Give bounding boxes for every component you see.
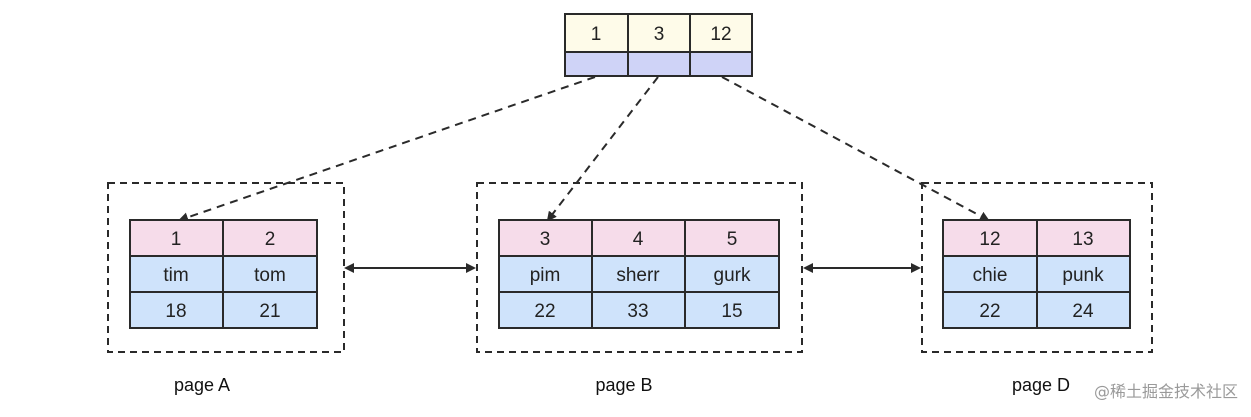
page-b-name-cell-2 bbox=[591, 255, 686, 293]
page-b-key-1: 3 bbox=[540, 229, 551, 250]
page-b-frame bbox=[476, 182, 803, 353]
page-d: 12 13 chie punk 22 24 page D bbox=[921, 182, 1153, 395]
page-a-frame bbox=[107, 182, 345, 353]
page-d-value-cell-2 bbox=[1036, 291, 1131, 329]
page-d-value-1: 22 bbox=[979, 301, 1000, 322]
page-d-label: page D bbox=[1012, 375, 1070, 395]
page-b-key-3: 5 bbox=[727, 229, 738, 250]
page-a-key-2: 2 bbox=[265, 229, 276, 250]
page-a: 1 2 tim tom 18 21 page A bbox=[107, 182, 345, 395]
page-a-name-2: tom bbox=[254, 265, 286, 286]
page-a-key-1: 1 bbox=[171, 229, 182, 250]
page-b-name-2: sherr bbox=[616, 265, 660, 286]
page-d-name-2: punk bbox=[1062, 265, 1104, 286]
page-d-key-1: 12 bbox=[979, 229, 1000, 250]
root-key-2: 3 bbox=[654, 24, 665, 45]
page-d-value-2: 24 bbox=[1072, 301, 1094, 322]
page-a-name-cell-1 bbox=[129, 255, 224, 293]
page-b-name-1: pim bbox=[530, 265, 561, 286]
page-d-key-2: 13 bbox=[1072, 229, 1093, 250]
page-b-name-cell-1 bbox=[498, 255, 593, 293]
page-a-value-2: 21 bbox=[259, 301, 280, 322]
page-a-key-cell-1 bbox=[129, 219, 224, 257]
page-d-frame bbox=[921, 182, 1153, 353]
page-b-key-2: 4 bbox=[633, 229, 644, 250]
root-pointer-cell-1 bbox=[564, 51, 629, 77]
page-d-value-cell-1 bbox=[942, 291, 1038, 329]
root-key-1: 1 bbox=[591, 24, 602, 45]
page-a-value-cell-2 bbox=[222, 291, 318, 329]
root-to-page-d-arrow bbox=[721, 76, 990, 221]
page-b-value-cell-3 bbox=[684, 291, 780, 329]
page-a-name-cell-2 bbox=[222, 255, 318, 293]
watermark: @稀土掘金技术社区 bbox=[1094, 382, 1238, 401]
page-a-value-1: 18 bbox=[165, 301, 186, 322]
page-a-label: page A bbox=[174, 375, 230, 395]
root-pointer-cell-3 bbox=[689, 51, 753, 77]
root-key-3: 12 bbox=[710, 24, 731, 45]
page-b-name-3: gurk bbox=[714, 265, 751, 286]
page-d-name-1: chie bbox=[973, 265, 1008, 286]
page-b-label: page B bbox=[595, 375, 652, 395]
page-a-name-1: tim bbox=[163, 265, 188, 286]
page-d-key-cell-2 bbox=[1036, 219, 1131, 257]
page-a-value-cell-1 bbox=[129, 291, 224, 329]
page-b-value-2: 33 bbox=[627, 301, 648, 322]
page-b-value-1: 22 bbox=[534, 301, 555, 322]
page-a-key-cell-2 bbox=[222, 219, 318, 257]
page-b-key-cell-2 bbox=[591, 219, 686, 257]
root-node: 1 3 12 bbox=[564, 13, 753, 77]
root-to-page-a-arrow bbox=[178, 76, 596, 223]
page-b-value-3: 15 bbox=[721, 301, 742, 322]
page-b: 3 4 5 pim sherr gurk 22 33 15 page B bbox=[476, 182, 803, 395]
page-b-name-cell-3 bbox=[684, 255, 780, 293]
root-pointer-cell-2 bbox=[627, 51, 691, 77]
root-to-page-b-arrow bbox=[546, 76, 659, 222]
